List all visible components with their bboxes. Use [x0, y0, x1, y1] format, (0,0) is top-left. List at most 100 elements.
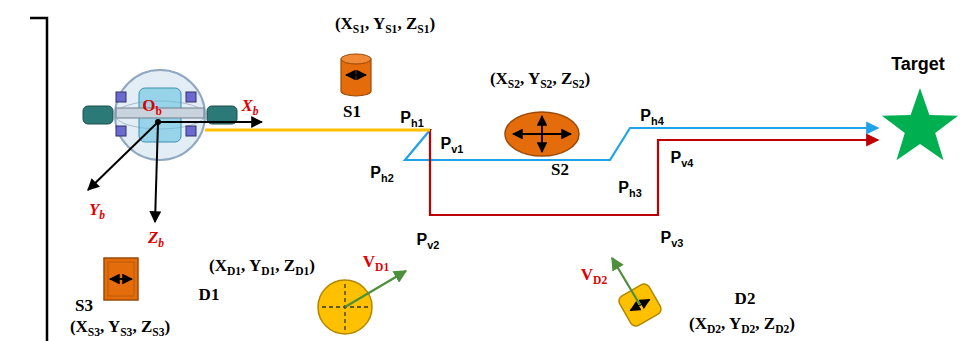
text-part: (X [689, 314, 707, 333]
shared-path-segment [205, 129, 430, 132]
box-obstacle [104, 258, 138, 300]
cylinder-obstacle [341, 54, 371, 96]
dynamic-obstacle: D2(XD2, YD2, ZD2) [615, 280, 665, 330]
dynamic-obstacle: (XD1, YD1, ZD1)D1 [318, 280, 372, 334]
text-part: P [370, 164, 381, 181]
subscript: D1 [227, 265, 241, 278]
waypoint-label: Pv2 [415, 231, 442, 249]
text-part: S3 [75, 296, 93, 315]
node-outline [505, 112, 579, 156]
waypoint-label: Pv3 [659, 229, 686, 247]
static-obstacle: (XS2, YS2, ZS2)S2 [505, 112, 579, 156]
subscript: h1 [411, 117, 424, 129]
coordinate-label: (XD1, YD1, ZD1) [207, 257, 317, 276]
x-axis [158, 121, 262, 123]
subscript: S3 [120, 326, 132, 339]
subscript: b [155, 105, 161, 118]
text-part: P [400, 109, 411, 126]
text-part: Z [148, 228, 158, 247]
velocity-label: VD1 [361, 253, 391, 272]
text-part: ) [584, 69, 590, 88]
text-part: (X [209, 256, 227, 275]
waypoint-label: Ph2 [368, 164, 395, 182]
text-part: D1 [199, 285, 220, 304]
ellipse-obstacle [505, 112, 579, 156]
text-part: , Z [132, 317, 152, 336]
axis-label: Zb [146, 229, 166, 248]
node-label: S2 [549, 161, 571, 180]
text-part: S2 [551, 160, 569, 179]
text-part: P [671, 149, 682, 166]
subscript: S2 [508, 78, 520, 91]
node-outline [104, 258, 138, 300]
text-part: (X [70, 317, 88, 336]
node-label: (XS3, YS3, ZS3) [68, 318, 172, 337]
subscript: D2 [707, 323, 721, 336]
subscript: h3 [629, 187, 642, 199]
node-label: D2 [733, 290, 758, 309]
target-star [882, 88, 958, 160]
node-outline [880, 88, 960, 168]
subscript: D1 [375, 261, 389, 274]
text-part: , Z [397, 14, 417, 33]
node-label: (XD2, YD2, ZD2) [687, 315, 797, 334]
subscript: S3 [88, 326, 100, 339]
velocity-arrow [612, 258, 640, 305]
text-part: , Y [520, 69, 540, 88]
static-obstacle: S3(XS3, YS3, ZS3) [104, 258, 138, 300]
subscript: h2 [381, 172, 394, 184]
node-label: Ob [142, 97, 162, 116]
text-part: P [441, 135, 452, 152]
motion-arrow [346, 74, 366, 76]
axis-label: Xb [239, 97, 260, 116]
node-label: D1 [197, 286, 222, 305]
subscript: S2 [572, 78, 584, 91]
robot-illustration [83, 70, 237, 160]
text-part: Target [891, 54, 945, 74]
subscript: v3 [671, 237, 683, 249]
text-part: ) [164, 317, 170, 336]
text-part: P [640, 107, 651, 124]
node-label: S1 [341, 103, 363, 122]
waypoint-label: Ph1 [398, 109, 425, 127]
subscript: D2 [775, 323, 789, 336]
subscript: D1 [261, 265, 275, 278]
node-outline [318, 280, 372, 334]
node-outline [615, 280, 665, 330]
text-part: P [661, 229, 672, 246]
subscript: D2 [593, 274, 607, 287]
subscript: v4 [681, 157, 693, 169]
text-part: ) [429, 14, 435, 33]
text-part: (X [335, 14, 353, 33]
subscript: b [158, 237, 164, 250]
subscript: D1 [295, 265, 309, 278]
node-label: S3 [73, 297, 95, 316]
axis-label: Yb [87, 201, 107, 220]
text-part: V [363, 252, 375, 271]
text-part: Y [89, 200, 99, 219]
z-axis [155, 122, 158, 222]
frame-bracket [30, 18, 47, 341]
subscript: S2 [540, 78, 552, 91]
text-part: , Y [365, 14, 385, 33]
text-part: , Z [275, 256, 295, 275]
subscript: b [253, 105, 259, 118]
text-part: S1 [343, 102, 361, 121]
subscript: h4 [651, 115, 664, 127]
subscript: v1 [451, 143, 463, 155]
subscript: D2 [741, 323, 755, 336]
node-outline [341, 54, 371, 96]
node-label: Target [889, 55, 947, 75]
robot-body: Ob [115, 70, 205, 160]
motion-arrow [110, 278, 132, 280]
waypoint-label: Ph4 [638, 107, 665, 125]
text-part: ) [309, 256, 315, 275]
waypoint-label: Pv4 [669, 149, 696, 167]
y-axis [88, 122, 158, 190]
text-part: X [241, 96, 252, 115]
text-part: (X [490, 69, 508, 88]
text-part: V [581, 265, 593, 284]
